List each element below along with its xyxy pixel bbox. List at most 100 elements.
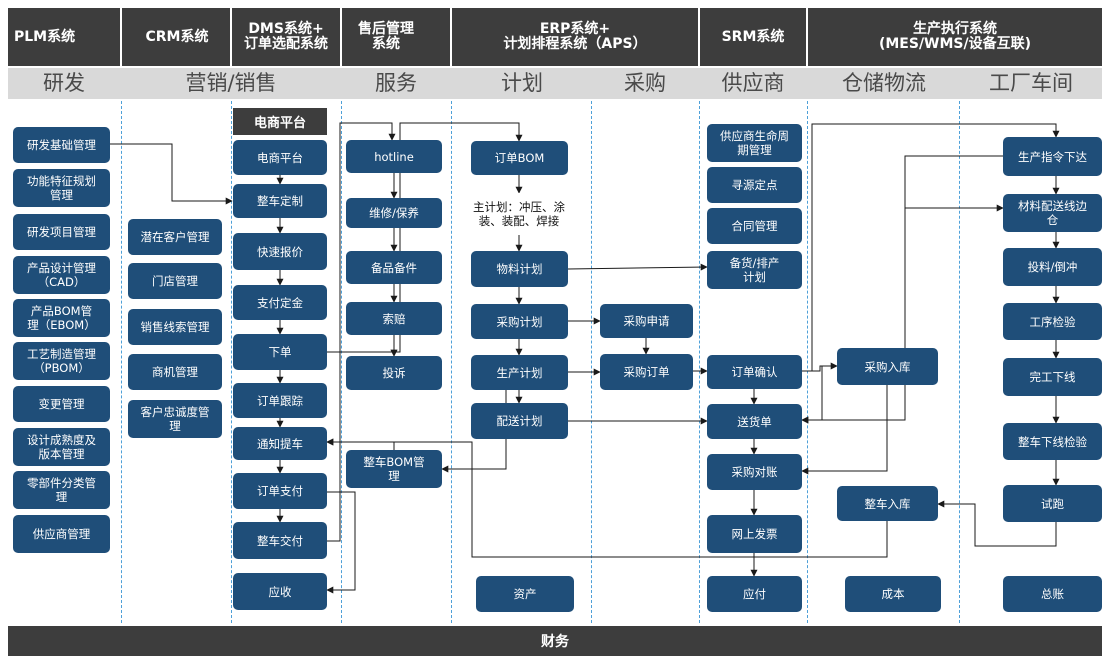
node-purchase-order[interactable]: 采购订单 <box>600 354 693 390</box>
node-feature-planning[interactable]: 功能特征规划 管理 <box>13 169 110 207</box>
node-order-confirmation[interactable]: 订单确认 <box>707 355 802 389</box>
node-delivery-note[interactable]: 送货单 <box>707 404 802 439</box>
header-divider <box>450 8 452 66</box>
node-completion-offline[interactable]: 完工下线 <box>1003 358 1102 396</box>
node-hotline[interactable]: hotline <box>346 140 442 173</box>
node-purchase-warehousing[interactable]: 采购入库 <box>837 348 938 385</box>
node-feeding-backflush[interactable]: 投料/倒冲 <box>1003 248 1102 286</box>
node-change-management[interactable]: 变更管理 <box>13 386 110 422</box>
header-divider <box>698 8 700 66</box>
node-product-design-cad[interactable]: 产品设计管理 （CAD） <box>13 256 110 294</box>
node-test-run[interactable]: 试跑 <box>1003 485 1102 522</box>
node-master-plan[interactable]: 主计划：冲压、涂 装、装配、焊接 <box>460 193 578 235</box>
system-header-bar <box>8 8 1102 66</box>
flow-arrow <box>801 155 1003 424</box>
flow-arrow <box>327 122 396 542</box>
node-vehicle-offline-inspection[interactable]: 整车下线检验 <box>1003 423 1102 460</box>
header-divider <box>806 8 808 66</box>
node-customer-loyalty[interactable]: 客户忠诚度管 理 <box>128 400 222 438</box>
area-supplier: 供应商 <box>721 71 785 95</box>
area-rd: 研发 <box>43 71 85 95</box>
node-general-ledger[interactable]: 总账 <box>1003 576 1102 612</box>
flow-arrow <box>937 500 1057 547</box>
node-production-order-release[interactable]: 生产指令下达 <box>1003 137 1102 176</box>
node-sales-leads[interactable]: 销售线索管理 <box>128 309 222 345</box>
node-store-management[interactable]: 门店管理 <box>128 263 222 299</box>
area-workshop: 工厂车间 <box>989 71 1073 95</box>
flow-arrow <box>567 263 708 271</box>
node-procurement-plan[interactable]: 采购计划 <box>471 304 568 339</box>
node-process-pbom[interactable]: 工艺制造管理 （PBOM） <box>13 342 110 380</box>
node-place-order[interactable]: 下单 <box>233 334 327 370</box>
node-claims[interactable]: 索赔 <box>346 302 442 335</box>
area-service: 服务 <box>375 71 417 95</box>
erp-system-title: ERP系统+ 计划排程系统（APS） <box>503 21 647 52</box>
column-divider <box>451 101 452 623</box>
column-divider <box>341 101 342 623</box>
flow-arrow <box>326 491 356 594</box>
node-process-inspection[interactable]: 工序检验 <box>1003 303 1102 340</box>
node-ecommerce-platform[interactable]: 电商平台 <box>233 140 327 175</box>
node-vehicle-delivery[interactable]: 整车交付 <box>233 522 327 559</box>
node-vehicle-warehousing[interactable]: 整车入库 <box>837 486 938 521</box>
node-rd-basic-management[interactable]: 研发基础管理 <box>13 127 110 163</box>
node-order-tracking[interactable]: 订单跟踪 <box>233 383 327 418</box>
dms-system-title: DMS系统+ 订单选配系统 <box>244 21 328 52</box>
node-order-bom[interactable]: 订单BOM <box>471 141 568 175</box>
node-cost[interactable]: 成本 <box>845 576 941 612</box>
node-purchase-request[interactable]: 采购申请 <box>600 304 693 338</box>
node-sourcing[interactable]: 寻源定点 <box>707 167 802 203</box>
node-opportunity-management[interactable]: 商机管理 <box>128 354 222 390</box>
column-divider <box>591 101 592 623</box>
node-repair-maintenance[interactable]: 维修/保养 <box>346 198 442 228</box>
node-spare-parts[interactable]: 备品备件 <box>346 251 442 284</box>
node-complaints[interactable]: 投诉 <box>346 356 442 390</box>
node-vehicle-bom[interactable]: 整车BOM管 理 <box>346 450 442 488</box>
node-rd-project-management[interactable]: 研发项目管理 <box>13 214 110 250</box>
node-purchase-reconciliation[interactable]: 采购对账 <box>707 454 802 490</box>
node-pickup-notice[interactable]: 通知提车 <box>233 427 327 460</box>
node-online-invoice[interactable]: 网上发票 <box>707 515 802 553</box>
node-vehicle-customization[interactable]: 整车定制 <box>233 184 327 218</box>
flow-arrow <box>801 365 837 424</box>
node-production-plan[interactable]: 生产计划 <box>471 355 568 390</box>
column-divider <box>959 101 960 623</box>
node-supplier-lifecycle[interactable]: 供应商生命周 期管理 <box>707 124 802 162</box>
node-material-plan[interactable]: 物料计划 <box>471 251 568 287</box>
node-deposit-payment[interactable]: 支付定金 <box>233 285 327 320</box>
node-distribution-plan[interactable]: 配送计划 <box>471 403 568 439</box>
flow-arrow <box>802 362 838 372</box>
plm-system-title: PLM系统 <box>14 28 76 45</box>
header-divider <box>230 8 232 66</box>
aftersales-system-title: 售后管理 系统 <box>358 21 414 52</box>
node-contract-management[interactable]: 合同管理 <box>707 208 802 244</box>
area-planning: 计划 <box>501 71 543 95</box>
flow-arrow <box>802 123 1060 372</box>
flow-arrow <box>801 385 888 475</box>
ecommerce-platform-header: 电商平台 <box>233 108 327 135</box>
header-divider <box>120 8 122 66</box>
node-parts-classification[interactable]: 零部件分类管 理 <box>13 471 110 509</box>
node-stocking-schedule[interactable]: 备货/排产 计划 <box>707 251 802 289</box>
node-potential-customer[interactable]: 潜在客户管理 <box>128 219 222 255</box>
column-divider <box>699 101 700 623</box>
area-logistics: 仓储物流 <box>842 71 926 95</box>
column-divider <box>807 101 808 623</box>
mes-system-title: 生产执行系统 (MES/WMS/设备互联) <box>878 21 1032 52</box>
node-product-bom-ebom[interactable]: 产品BOM管 理（EBOM） <box>13 299 110 337</box>
node-assets[interactable]: 资产 <box>476 576 574 612</box>
node-design-maturity[interactable]: 设计成熟度及 版本管理 <box>13 428 110 466</box>
area-header-bar <box>8 68 1102 99</box>
node-material-line-side[interactable]: 材料配送线边 仓 <box>1003 194 1102 232</box>
node-receivables[interactable]: 应收 <box>233 573 327 610</box>
node-supplier-management[interactable]: 供应商管理 <box>13 515 110 553</box>
column-divider <box>231 101 232 623</box>
node-order-payment[interactable]: 订单支付 <box>233 473 327 509</box>
node-payables[interactable]: 应付 <box>707 576 802 612</box>
header-divider <box>340 8 342 66</box>
srm-system-title: SRM系统 <box>721 28 785 45</box>
area-purchasing: 采购 <box>624 71 666 95</box>
flow-arrow <box>326 438 888 558</box>
node-quick-quote[interactable]: 快速报价 <box>233 233 327 270</box>
